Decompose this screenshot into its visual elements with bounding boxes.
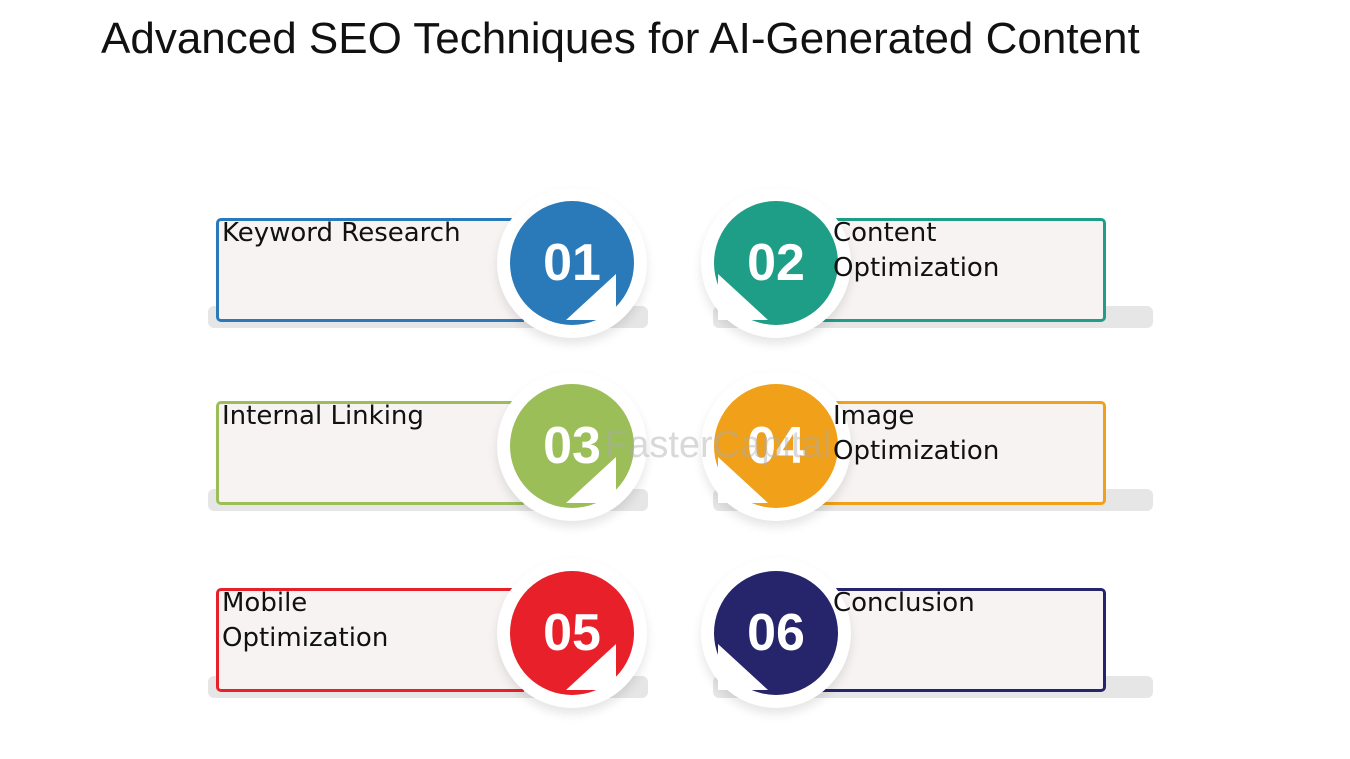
step-label-line: Optimization <box>222 623 389 653</box>
page-title: Advanced SEO Techniques for AI-Generated… <box>101 14 1140 63</box>
step-label-line: Keyword Research <box>222 218 461 248</box>
step-box <box>216 401 524 505</box>
step-label: Keyword Research <box>222 216 492 251</box>
step-label-line: Mobile <box>222 588 308 618</box>
step-label: Conclusion <box>833 586 1103 621</box>
step-label-line: Optimization <box>833 253 1000 283</box>
step-number: 06 <box>747 604 805 662</box>
step-label-line: Content <box>833 218 937 248</box>
step-item-03: 03 Internal Linking <box>208 371 676 551</box>
step-label-line: Conclusion <box>833 588 975 618</box>
step-label-line: Optimization <box>833 436 1000 466</box>
step-label-line: Internal Linking <box>222 401 424 431</box>
step-box <box>216 218 524 322</box>
watermark: FasterCapital <box>605 424 831 466</box>
step-box <box>216 588 524 692</box>
step-label: Internal Linking <box>222 399 492 434</box>
step-number: 02 <box>747 234 805 292</box>
step-item-01: 01 Keyword Research <box>208 188 676 368</box>
step-label-line: Image <box>833 401 915 431</box>
step-number: 03 <box>543 417 601 475</box>
step-number: 05 <box>543 604 601 662</box>
step-number-badge: 03 <box>510 384 634 508</box>
step-item-06: 06 Conclusion <box>693 558 1153 738</box>
step-number: 01 <box>543 234 601 292</box>
step-number: 04 <box>747 417 805 475</box>
